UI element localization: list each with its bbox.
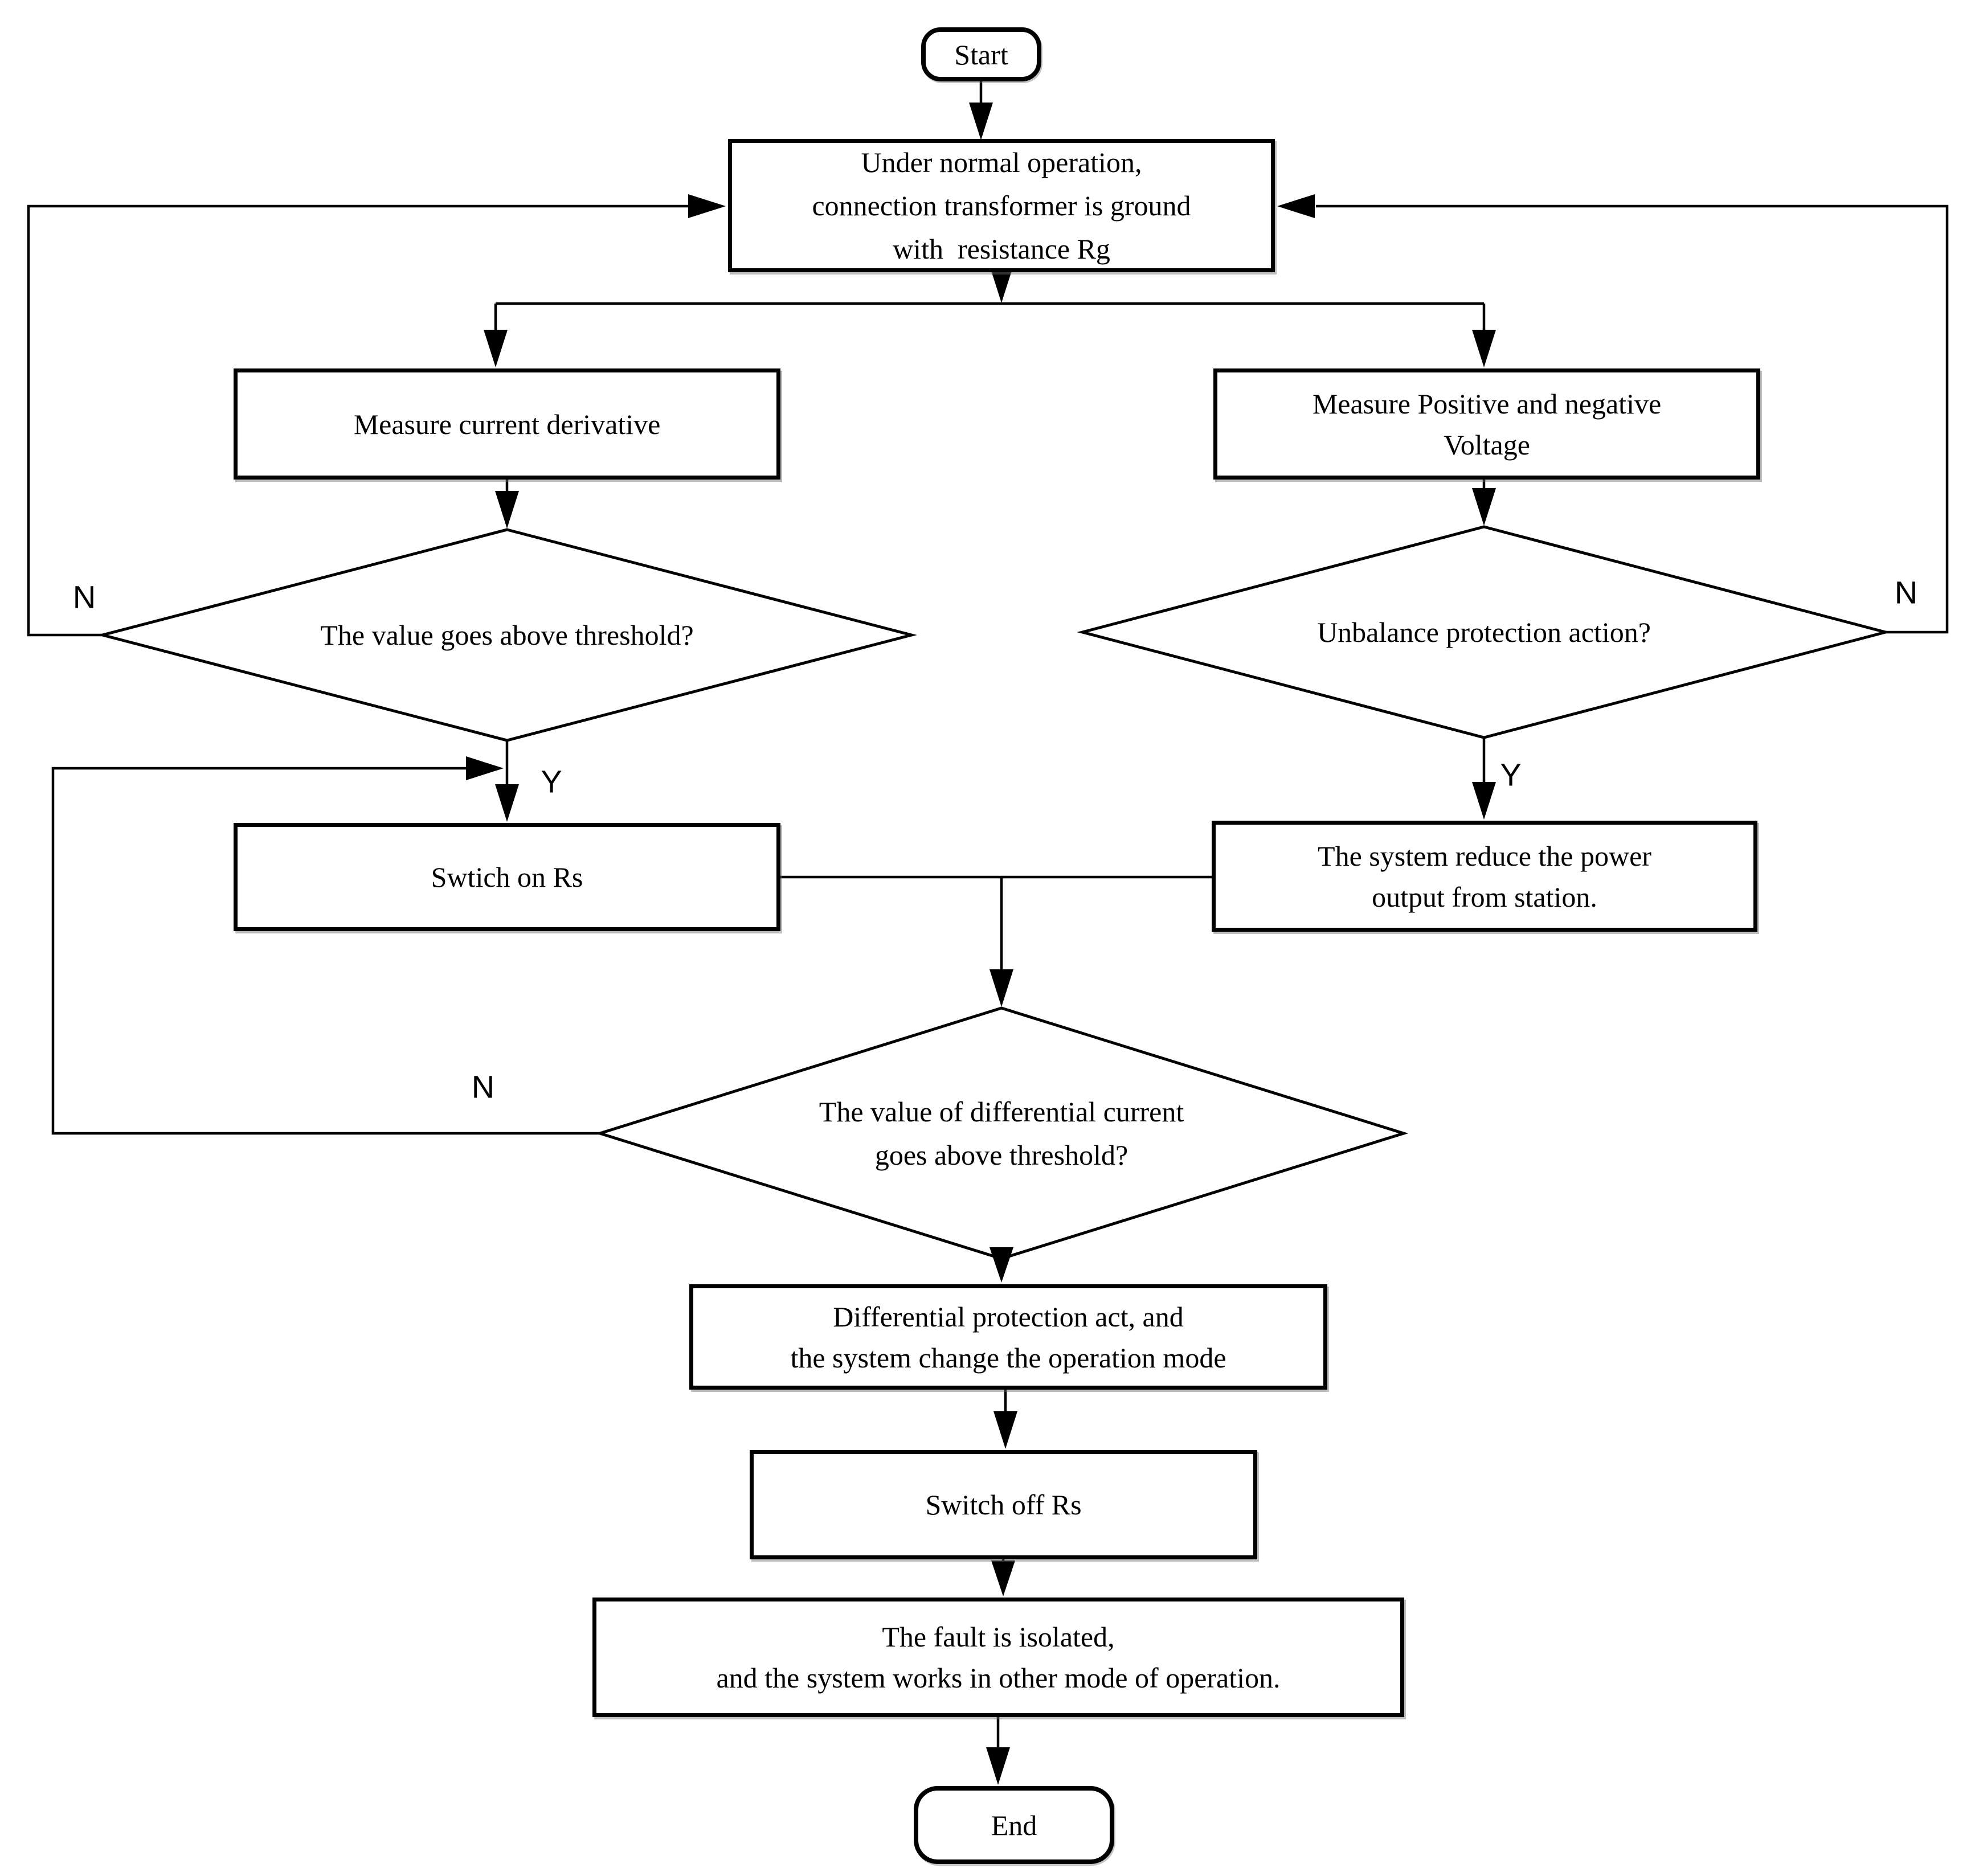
node-measure-voltage-line2: Voltage [1444, 428, 1530, 461]
node-normal-operation: Under normal operation, connection trans… [728, 139, 1275, 272]
node-fault-isolated: The fault is isolated, and the system wo… [592, 1598, 1404, 1717]
node-normal-operation-line2: connection transformer is ground [812, 190, 1191, 222]
arrowhead [495, 491, 519, 529]
arrowhead [986, 1747, 1010, 1785]
arrowhead [990, 1247, 1013, 1283]
arrowhead [990, 265, 1013, 303]
arrowhead [969, 103, 993, 140]
node-switch-off-rs: Switch off Rs [750, 1450, 1257, 1559]
decision-current-threshold-shape [97, 528, 917, 742]
node-measure-current: Measure current derivative [234, 368, 780, 480]
edge-label-diff-threshold-no: N [471, 1068, 495, 1105]
edge-unbalance-no-loop [1316, 204, 1949, 634]
node-start: Start [921, 27, 1041, 81]
node-switch-off-rs-line1: Switch off Rs [925, 1489, 1082, 1521]
edge-diffthreshold-no-loop [51, 767, 600, 1135]
arrowhead [1472, 488, 1496, 526]
arrowhead [993, 1411, 1017, 1449]
arrowhead [990, 969, 1013, 1007]
node-measure-voltage-line1: Measure Positive and negative [1312, 387, 1662, 420]
arrowhead [484, 330, 508, 367]
arrowhead [1277, 194, 1315, 218]
node-diff-protection-line2: the system change the operation mode [790, 1341, 1226, 1374]
node-end: End [914, 1786, 1114, 1864]
node-reduce-power-line1: The system reduce the power [1318, 839, 1651, 872]
edge-threshold-no-loop [27, 204, 688, 637]
node-end-label: End [991, 1809, 1037, 1841]
edge-label-threshold-yes: Y [541, 763, 562, 800]
node-diff-protection: Differential protection act, and the sys… [689, 1284, 1327, 1390]
node-diff-protection-line1: Differential protection act, and [833, 1300, 1184, 1333]
node-start-label: Start [954, 38, 1008, 71]
node-fault-isolated-line1: The fault is isolated, [882, 1621, 1115, 1653]
edge-label-threshold-no: N [72, 579, 96, 615]
decision-diff-current-shape [595, 1006, 1409, 1260]
node-reduce-power-line2: output from station. [1372, 880, 1597, 913]
node-measure-current-line1: Measure current derivative [353, 408, 661, 440]
arrowhead [466, 756, 504, 780]
node-switch-on-rs: Swtich on Rs [234, 823, 780, 931]
arrowhead [1472, 782, 1496, 820]
arrowhead [1472, 330, 1496, 367]
arrowhead [991, 1560, 1015, 1596]
decision-unbalance-shape [1077, 525, 1891, 739]
edge-label-unbalance-no: N [1894, 574, 1918, 611]
node-reduce-power: The system reduce the power output from … [1212, 821, 1757, 932]
arrowhead [495, 784, 519, 822]
arrowhead [688, 194, 726, 218]
edge-label-unbalance-yes: Y [1500, 756, 1522, 793]
node-fault-isolated-line2: and the system works in other mode of op… [716, 1662, 1281, 1694]
node-switch-on-rs-line1: Swtich on Rs [431, 861, 583, 893]
node-measure-voltage: Measure Positive and negative Voltage [1213, 368, 1760, 480]
node-normal-operation-line1: Under normal operation, [861, 146, 1142, 178]
node-normal-operation-line3: with resistance Rg [893, 233, 1110, 265]
